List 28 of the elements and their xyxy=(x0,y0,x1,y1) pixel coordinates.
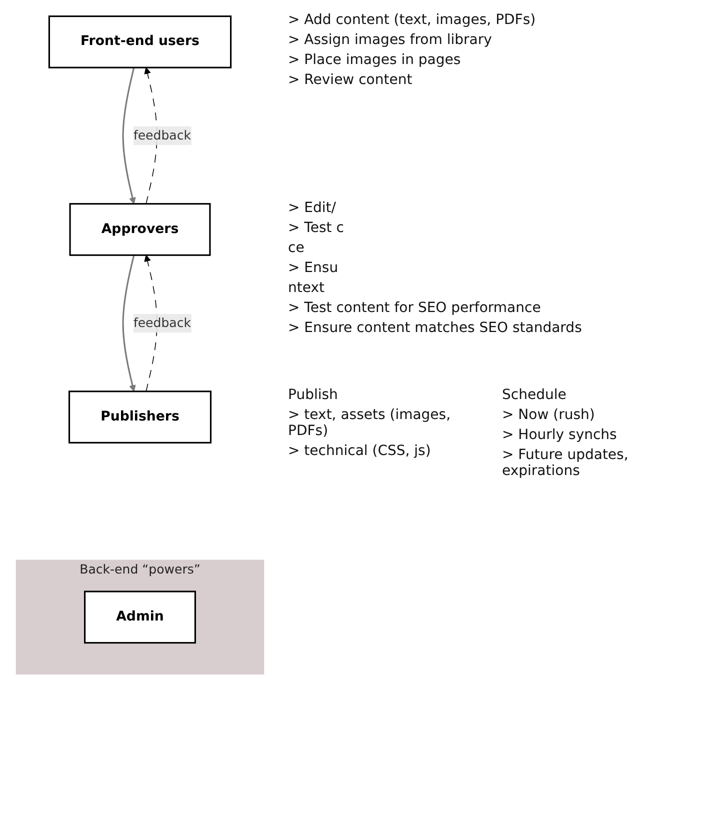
arrow xyxy=(122,254,136,392)
task-text: > text, assets (images, PDFs) xyxy=(288,407,452,440)
role-box: Admin xyxy=(84,590,196,644)
task-text: > Review content xyxy=(288,72,414,88)
task-text: > Future updates, expirations xyxy=(502,447,630,480)
task-text: > Assign images from library xyxy=(288,32,493,48)
role-box: Approvers xyxy=(69,203,211,256)
task-text: > Ensure content matches SEO standards xyxy=(288,320,582,336)
task-text: > Now (rush) xyxy=(502,407,596,424)
task-text: > Test content for SEO performance xyxy=(288,300,542,316)
task-text: Publish xyxy=(288,387,339,404)
task-text: > technical (CSS, js) xyxy=(288,443,432,460)
task-text: > Place images in pages xyxy=(288,52,462,68)
flowchart: Front-end users feedback Approvers feedback Publishers Back-end “powers” Admin xyxy=(10,10,270,680)
task-text: > Ensu xyxy=(288,260,340,276)
task-text: ntext xyxy=(288,280,326,296)
cluster xyxy=(16,560,264,675)
edge-label: feedback xyxy=(133,126,191,146)
arrow xyxy=(122,67,136,204)
task-text: > Hourly synchs xyxy=(502,427,618,444)
task-text: > Add content (text, images, PDFs) xyxy=(288,12,536,28)
task-text: ce xyxy=(288,240,306,256)
task-text: Schedule xyxy=(502,387,568,404)
task-text: > Edit/ xyxy=(288,200,338,216)
role-box: Publishers xyxy=(68,390,212,444)
role-box: Front-end users xyxy=(48,15,232,68)
edge-label: feedback xyxy=(133,314,191,333)
task-text: > Test c xyxy=(288,220,345,236)
